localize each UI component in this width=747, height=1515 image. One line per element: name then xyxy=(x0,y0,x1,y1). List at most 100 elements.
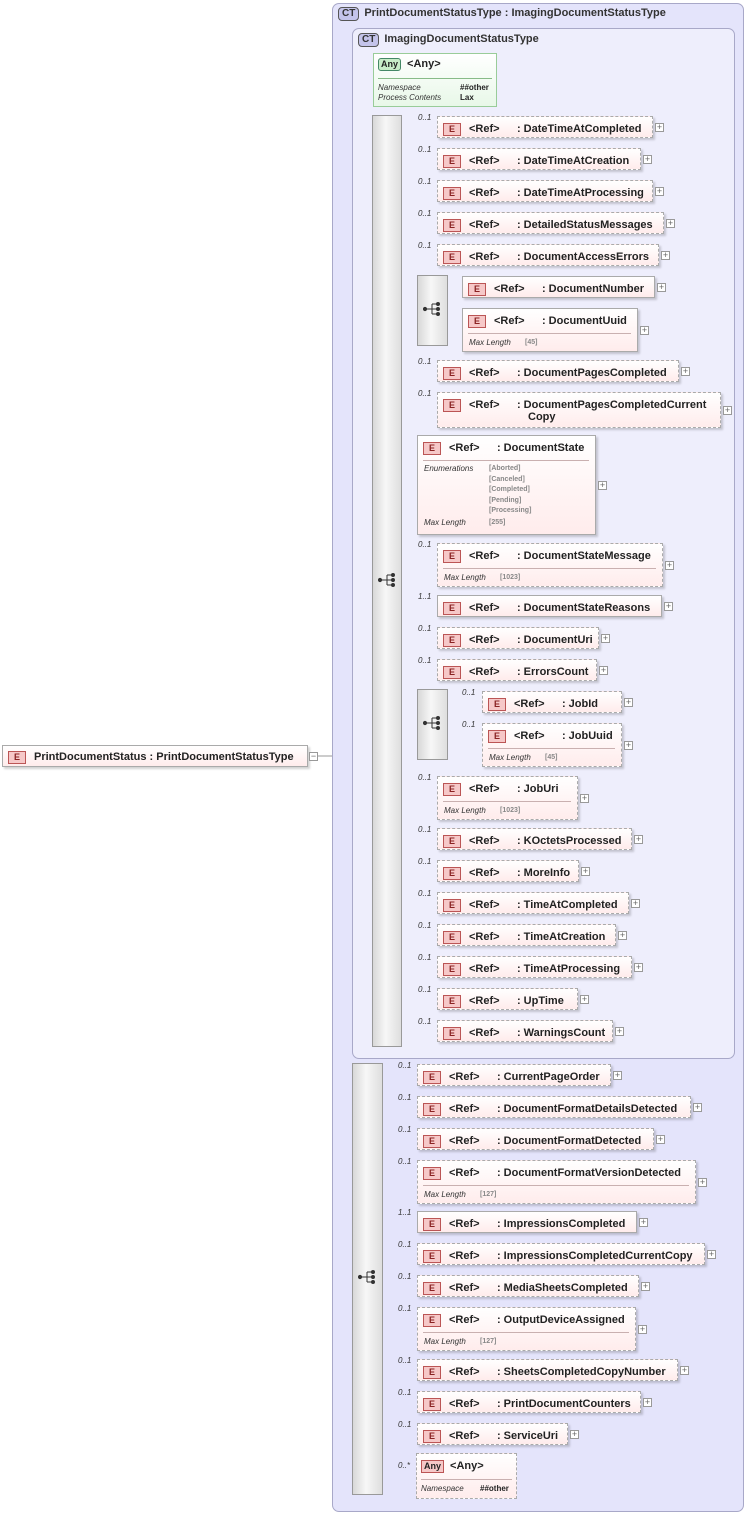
element-up-time[interactable]: E<Ref>:UpTime xyxy=(437,988,578,1010)
colon-separator: : xyxy=(517,867,521,879)
ref-label: <Ref> xyxy=(469,123,500,135)
element-time-at-processing[interactable]: E<Ref>:TimeAtProcessing xyxy=(437,956,632,978)
expand-toggle[interactable]: + xyxy=(643,1397,652,1407)
expand-toggle[interactable]: + xyxy=(601,633,610,643)
expand-toggle[interactable]: + xyxy=(580,793,589,803)
element-time-at-creation[interactable]: E<Ref>:TimeAtCreation xyxy=(437,924,616,946)
element-time-at-completed[interactable]: E<Ref>:TimeAtCompleted xyxy=(437,892,629,914)
expand-toggle[interactable]: + xyxy=(640,325,649,335)
element-document-state-reasons[interactable]: E<Ref>:DocumentStateReasons xyxy=(437,595,662,617)
expand-toggle[interactable]: + xyxy=(693,1102,702,1112)
cardinality-label: 0..1 xyxy=(398,1388,412,1397)
element-document-number[interactable]: E<Ref>:DocumentNumber xyxy=(462,276,655,298)
element-badge: E xyxy=(443,250,461,264)
expand-toggle[interactable]: + xyxy=(634,834,643,844)
expand-toggle[interactable]: + xyxy=(639,1217,648,1227)
element-koctets-processed[interactable]: E<Ref>:KOctetsProcessed xyxy=(437,828,632,850)
expand-toggle[interactable]: + xyxy=(666,218,675,228)
expand-toggle[interactable]: + xyxy=(661,250,670,260)
element-impressions-completed-current-copy[interactable]: E<Ref>:ImpressionsCompletedCurrentCopy xyxy=(417,1243,705,1265)
ref-label: <Ref> xyxy=(514,698,545,710)
ref-label: <Ref> xyxy=(469,963,500,975)
element-header: E<Ref>:KOctetsProcessed xyxy=(443,834,625,848)
outer-ct-name: PrintDocumentStatusType xyxy=(364,7,502,19)
element-header: E<Ref>:DocumentPagesCompleted xyxy=(443,366,672,380)
expand-toggle[interactable]: + xyxy=(664,601,673,611)
expand-toggle[interactable]: + xyxy=(598,480,607,490)
element-date-time-at-creation[interactable]: E<Ref>:DateTimeAtCreation xyxy=(437,148,641,170)
ref-label: <Ref> xyxy=(469,899,500,911)
any-element-bottom[interactable]: Any<Any> Namespace ##other xyxy=(416,1453,517,1499)
element-sheets-completed-copy-number[interactable]: E<Ref>:SheetsCompletedCopyNumber xyxy=(417,1359,678,1381)
any-element-top[interactable]: Any<Any> Namespace ##other Process Conte… xyxy=(373,53,497,107)
expand-toggle[interactable]: + xyxy=(680,1365,689,1375)
element-header: E<Ref>:ServiceUri xyxy=(423,1429,561,1443)
element-errors-count[interactable]: E<Ref>:ErrorsCount xyxy=(437,659,597,681)
expand-toggle[interactable]: + xyxy=(723,405,732,415)
element-document-pages-completed[interactable]: E<Ref>:DocumentPagesCompleted xyxy=(437,360,679,382)
element-header: E<Ref>:DocumentFormatDetailsDetected xyxy=(423,1102,684,1116)
expand-toggle[interactable]: + xyxy=(638,1324,647,1334)
element-document-uri[interactable]: E<Ref>:DocumentUri xyxy=(437,627,599,649)
max-length-value: [1023] xyxy=(500,574,521,581)
element-document-format-detected[interactable]: E<Ref>:DocumentFormatDetected xyxy=(417,1128,654,1150)
expand-toggle[interactable]: + xyxy=(599,665,608,675)
element-more-info[interactable]: E<Ref>:MoreInfo xyxy=(437,860,579,882)
element-header: E<Ref>:DocumentPagesCompletedCurrent xyxy=(443,398,714,412)
expand-toggle[interactable]: + xyxy=(641,1281,650,1291)
expand-toggle[interactable]: + xyxy=(657,282,666,292)
element-badge: E xyxy=(443,962,461,976)
element-current-page-order[interactable]: E<Ref>:CurrentPageOrder xyxy=(417,1064,611,1086)
max-length-value: [127] xyxy=(480,1191,497,1198)
ref-label: <Ref> xyxy=(449,1071,480,1083)
element-badge: E xyxy=(488,729,506,743)
expand-toggle[interactable]: + xyxy=(624,740,633,750)
element-date-time-at-processing[interactable]: E<Ref>:DateTimeAtProcessing xyxy=(437,180,653,202)
element-print-document-counters[interactable]: E<Ref>:PrintDocumentCounters xyxy=(417,1391,641,1413)
element-detailed-status-messages[interactable]: E<Ref>:DetailedStatusMessages xyxy=(437,212,664,234)
choice-compositor-document-id[interactable] xyxy=(417,275,448,346)
ref-label: <Ref> xyxy=(449,1366,480,1378)
cardinality-label: 0..1 xyxy=(418,145,432,154)
expand-toggle[interactable]: + xyxy=(655,186,664,196)
expand-toggle[interactable]: + xyxy=(580,994,589,1004)
expand-toggle[interactable]: + xyxy=(698,1177,707,1187)
expand-toggle[interactable]: + xyxy=(665,560,674,570)
element-media-sheets-completed[interactable]: E<Ref>:MediaSheetsCompleted xyxy=(417,1275,639,1297)
expand-toggle[interactable]: + xyxy=(613,1070,622,1080)
element-service-uri[interactable]: E<Ref>:ServiceUri xyxy=(417,1423,568,1445)
expand-toggle[interactable]: + xyxy=(615,1026,624,1036)
element-job-id[interactable]: E<Ref>:JobId xyxy=(482,691,622,713)
expand-toggle[interactable]: + xyxy=(634,962,643,972)
expand-toggle[interactable]: + xyxy=(707,1249,716,1259)
sequence-compositor-imaging[interactable] xyxy=(372,115,402,1047)
expand-toggle[interactable]: + xyxy=(631,898,640,908)
expand-toggle[interactable]: + xyxy=(656,1134,665,1144)
expand-toggle[interactable]: + xyxy=(581,866,590,876)
expand-toggle[interactable]: + xyxy=(655,122,664,132)
colon-separator: : xyxy=(517,123,521,135)
element-document-format-details-detected[interactable]: E<Ref>:DocumentFormatDetailsDetected xyxy=(417,1096,691,1118)
collapse-toggle-root[interactable]: − xyxy=(309,751,318,761)
expand-toggle[interactable]: + xyxy=(570,1429,579,1439)
expand-toggle[interactable]: + xyxy=(618,930,627,940)
colon-separator: : xyxy=(517,931,521,943)
expand-toggle[interactable]: + xyxy=(643,154,652,164)
element-warnings-count[interactable]: E<Ref>:WarningsCount xyxy=(437,1020,613,1042)
element-impressions-completed[interactable]: E<Ref>:ImpressionsCompleted xyxy=(417,1211,637,1233)
element-badge: E xyxy=(423,1249,441,1263)
element-name: DocumentUri xyxy=(523,634,593,646)
element-date-time-at-completed[interactable]: E<Ref>:DateTimeAtCompleted xyxy=(437,116,653,138)
expand-toggle[interactable]: + xyxy=(624,697,633,707)
element-document-access-errors[interactable]: E<Ref>:DocumentAccessErrors xyxy=(437,244,659,266)
expand-toggle[interactable]: + xyxy=(681,366,690,376)
